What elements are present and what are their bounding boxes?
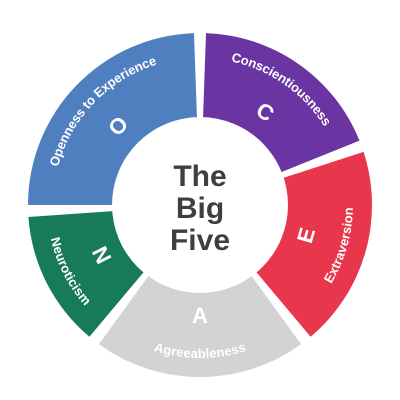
center-line-big: Big — [176, 192, 224, 225]
center-line-the: The — [173, 160, 226, 193]
segment-label-agreeableness: Agreeableness — [153, 340, 248, 362]
segment-agreeableness — [98, 272, 302, 377]
segment-extraversion — [253, 151, 372, 337]
center-line-five: Five — [170, 224, 230, 257]
segment-conscientiousness — [202, 33, 360, 174]
segment-label-text-agreeableness: Agreeableness — [153, 340, 248, 362]
segment-letter-agreeableness: A — [192, 303, 208, 328]
segment-letter-extraversion: E — [292, 225, 320, 246]
center-disc — [112, 117, 288, 293]
segment-openness — [28, 33, 198, 205]
segment-neuroticism — [28, 210, 147, 337]
